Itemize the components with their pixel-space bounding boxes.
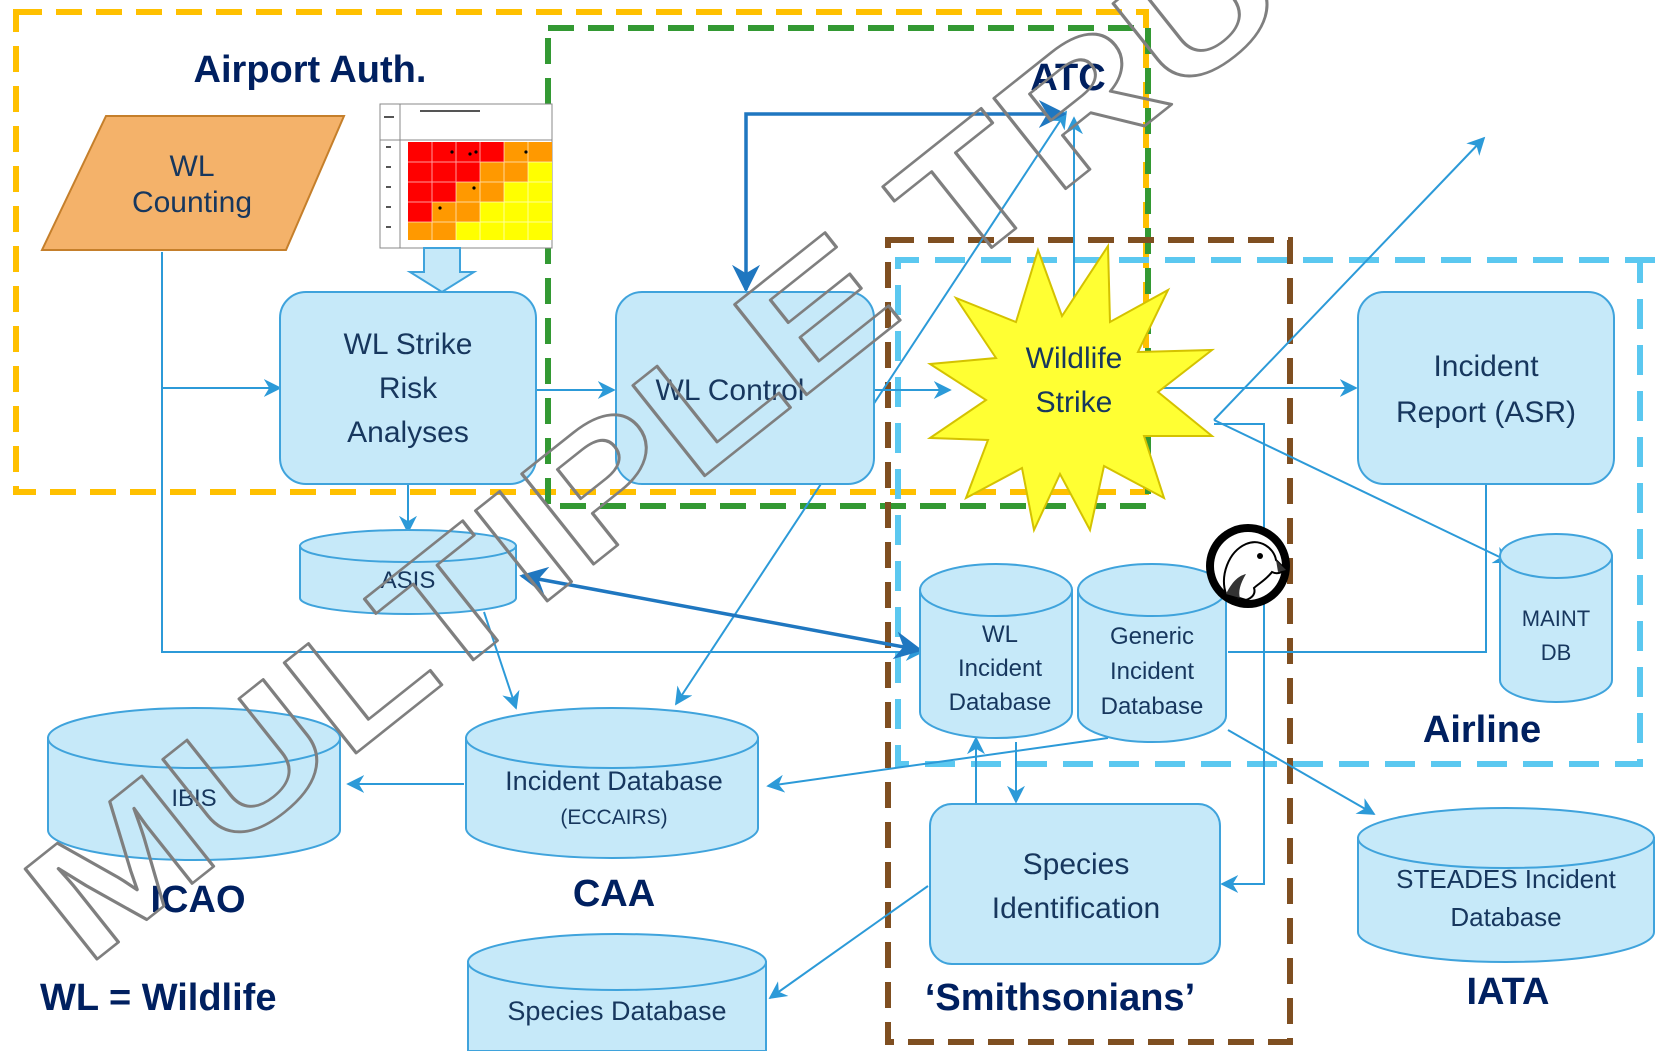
wl-db-line2: Incident — [958, 655, 1042, 682]
airline-zone — [895, 257, 1655, 767]
species-db-top — [467, 933, 767, 991]
steades-top — [1357, 807, 1655, 869]
risk-matrix-icon — [379, 103, 553, 249]
eccairs-line1: Incident Database — [505, 766, 723, 796]
wl-control-node[interactable]: WL Control — [615, 291, 875, 485]
incident-report-box — [1357, 291, 1615, 485]
ibis-body — [47, 737, 341, 861]
legend-text: WL = Wildlife — [40, 977, 276, 1019]
risk-box — [279, 291, 537, 485]
generic-db-to-eccairs-arrow — [766, 737, 1109, 793]
strike-burst-shape — [926, 242, 1216, 534]
wl-counting-shape — [40, 115, 346, 251]
generic-incident-database[interactable]: Generic Incident Database — [1077, 563, 1227, 743]
incident-report-line2: Report (ASR) — [1396, 396, 1576, 429]
ibis-top — [47, 707, 341, 769]
strike-to-species-id-arrow — [1214, 423, 1265, 893]
asis-label: ASIS — [381, 567, 436, 594]
generic-db-line1: Generic — [1110, 623, 1194, 650]
maint-body — [1499, 555, 1613, 703]
asis-to-eccairs-arrow — [483, 611, 520, 710]
maint-line2: DB — [1541, 640, 1572, 665]
wl-counting-line1: WL — [170, 150, 215, 183]
species-id-line2: Identification — [992, 892, 1160, 925]
asis-wl-db-bidirectional-arrow — [519, 566, 923, 660]
eccairs-line2: (ECCAIRS) — [560, 806, 667, 829]
iata-label: IATA — [1466, 971, 1549, 1013]
eccairs-top — [465, 707, 759, 769]
steades-body — [1357, 837, 1655, 963]
generic-db-line2: Incident — [1110, 658, 1194, 685]
wl-strike-risk-analyses-node[interactable]: WL Strike Risk Analyses — [279, 291, 537, 485]
incident-report-node[interactable]: Incident Report (ASR) — [1357, 291, 1615, 485]
strike-line1: Wildlife — [1026, 342, 1123, 375]
ibis-database[interactable]: IBIS — [47, 707, 341, 861]
matrix-to-risk-block-arrow — [406, 247, 478, 294]
wl-db-top — [919, 563, 1073, 617]
risk-line3: Analyses — [347, 416, 469, 449]
asis-top — [299, 529, 517, 563]
generic-db-to-steades-arrow — [1227, 729, 1376, 815]
wl-counting-line2: Counting — [132, 186, 252, 219]
generic-db-line3: Database — [1101, 693, 1204, 720]
species-id-box — [929, 803, 1221, 965]
wildlife-strike-node[interactable]: Wildlife Strike — [926, 242, 1216, 534]
risk-line2: Risk — [379, 372, 438, 405]
report-to-maint-line — [1228, 484, 1487, 653]
steades-line2: Database — [1450, 902, 1561, 932]
control-atc-bidirectional-arrow — [732, 100, 1067, 293]
airline-label: Airline — [1423, 709, 1541, 751]
asis-database[interactable]: ASIS — [299, 529, 517, 615]
risk-line1: WL Strike — [344, 328, 473, 361]
eagle-head-icon — [1206, 524, 1290, 608]
eccairs-body — [465, 737, 759, 859]
ibis-label: IBIS — [171, 785, 216, 812]
caa-label: CAA — [573, 873, 655, 915]
maint-line1: MAINT — [1522, 606, 1590, 631]
incident-report-line1: Incident — [1433, 350, 1539, 383]
wl-counting-node[interactable]: WL Counting — [40, 115, 346, 251]
eccairs-database[interactable]: Incident Database (ECCAIRS) — [465, 707, 759, 859]
maint-top — [1499, 533, 1613, 579]
species-id-to-species-db-arrow — [768, 885, 929, 1000]
control-box — [615, 291, 875, 485]
species-identification-node[interactable]: Species Identification — [929, 803, 1221, 965]
wl-db-body — [919, 589, 1073, 739]
generic-db-body — [1077, 589, 1227, 743]
icao-label: ICAO — [151, 879, 246, 921]
maint-database[interactable]: MAINT DB — [1499, 533, 1613, 703]
control-line1: WL Control — [656, 374, 805, 407]
wl-db-line3: Database — [949, 689, 1052, 716]
atc-label: ATC — [1030, 57, 1105, 99]
asis-body — [299, 545, 517, 615]
strike-to-airline-diagonal — [1213, 136, 1486, 421]
species-id-line1: Species — [1023, 848, 1130, 881]
steades-database[interactable]: STEADES Incident Database — [1357, 807, 1655, 963]
airport-authority-label: Airport Auth. — [194, 49, 427, 91]
species-database[interactable]: Species Database — [467, 933, 767, 1051]
smithsonians-label: ‘Smithsonians’ — [925, 977, 1195, 1019]
steades-line1: STEADES Incident — [1396, 864, 1616, 894]
species-db-label: Species Database — [507, 996, 726, 1026]
wl-db-line1: WL — [982, 621, 1018, 648]
generic-db-top — [1077, 563, 1227, 617]
strike-line2: Strike — [1036, 386, 1113, 419]
wl-incident-database[interactable]: WL Incident Database — [919, 563, 1073, 739]
